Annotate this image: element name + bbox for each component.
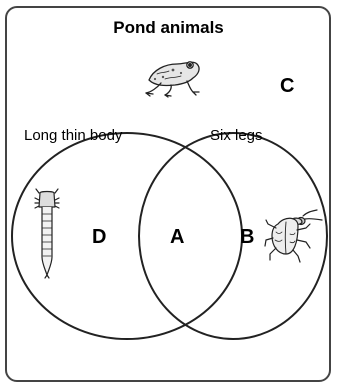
right-set-label: Six legs bbox=[210, 127, 263, 144]
region-label-intersection: A bbox=[170, 226, 184, 249]
beetle-icon bbox=[264, 208, 328, 264]
region-label-outside: C bbox=[280, 75, 294, 98]
region-label-left: D bbox=[92, 226, 106, 249]
larva-icon bbox=[34, 187, 60, 279]
region-label-right: B bbox=[240, 226, 254, 249]
left-set-label: Long thin body bbox=[24, 127, 122, 144]
frog-icon bbox=[143, 52, 205, 98]
